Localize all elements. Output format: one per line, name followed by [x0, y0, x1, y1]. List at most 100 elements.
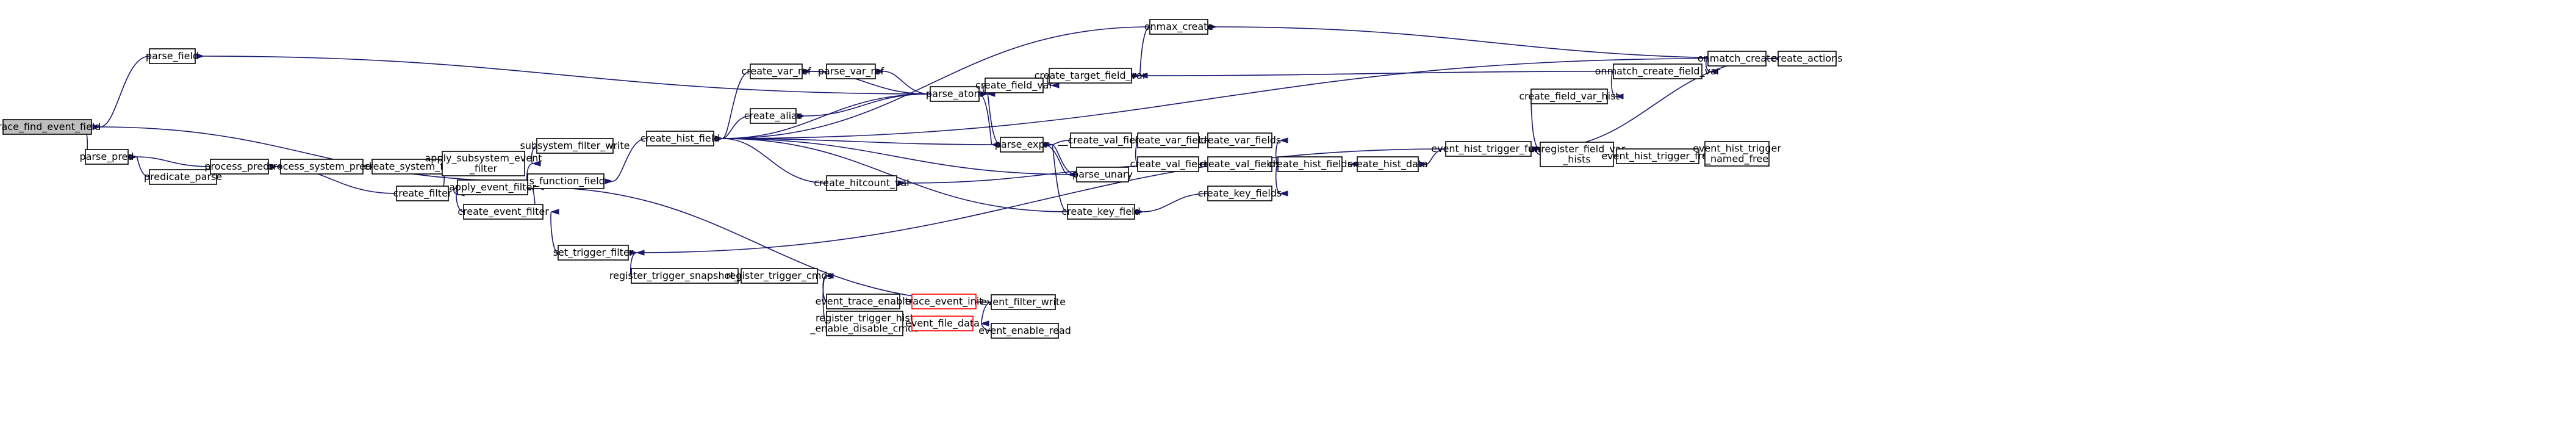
- node-create-target-field-var[interactable]: create_target_field_var: [1035, 68, 1147, 84]
- node-label: event_hist_trigger_func: [1431, 143, 1546, 155]
- node-register-trigger-cmds[interactable]: register_trigger_cmds: [726, 268, 833, 284]
- edge-n21-n23: [981, 323, 992, 331]
- node-box: [991, 323, 1059, 339]
- edge-n12-n14: [456, 193, 464, 212]
- node-trace-find-event-field[interactable]: trace_find_event_field: [0, 119, 101, 135]
- node-apply-subsystem-event-filter[interactable]: apply_subsystem_event_filter: [425, 151, 542, 176]
- node-box: [826, 294, 900, 309]
- edge-n17-n20: [822, 276, 827, 324]
- node-label: create_actions: [1771, 52, 1842, 65]
- node-event-filter-write[interactable]: event_filter_write: [981, 294, 1066, 310]
- node-register-trigger-hist-enable-disable-cmds[interactable]: register_trigger_hist_enable_disable_cmd…: [809, 311, 919, 336]
- node-event-enable-read[interactable]: event_enable_read: [978, 323, 1071, 339]
- edge-n1-n4: [204, 56, 931, 95]
- node-box: [463, 204, 544, 220]
- node-create-alias[interactable]: create_alias: [744, 108, 803, 124]
- node-parse-unary[interactable]: parse_unary: [1072, 167, 1133, 182]
- node-box: [1137, 132, 1199, 148]
- edge-n24-n45: [722, 58, 1709, 139]
- node-process-system-preds[interactable]: process_system_preds: [267, 159, 377, 175]
- node-create-key-field[interactable]: create_key_field: [1061, 204, 1141, 220]
- node-label: event_filter_write: [981, 296, 1066, 308]
- node-parse-field[interactable]: parse_field: [146, 48, 199, 64]
- node-unregister-field-var-hists[interactable]: unregister_field_var_hists: [1529, 142, 1626, 167]
- node-subsystem-filter-write[interactable]: subsystem_filter_write: [520, 138, 630, 154]
- node-apply-event-filter[interactable]: apply_event_filter: [449, 179, 536, 195]
- node-label: create_hitcount_val: [814, 177, 909, 189]
- node-create-field-var-hist[interactable]: create_field_var_hist: [1519, 88, 1620, 104]
- node-box: [1613, 63, 1702, 79]
- node-event-file-data[interactable]: event_file_data: [905, 316, 980, 331]
- node-box: [1357, 156, 1419, 172]
- node-register-trigger-snapshot-cmd[interactable]: register_trigger_snapshot_cmd: [609, 268, 760, 284]
- node-set-trigger-filter[interactable]: set_trigger_filter: [553, 245, 634, 261]
- node-label: create_var_fields: [1199, 134, 1282, 146]
- node-label: event_hist_trigger: [1693, 143, 1781, 155]
- node-create-hitcount-val[interactable]: create_hitcount_val: [814, 175, 909, 191]
- node-is-function-field[interactable]: is_function_field: [526, 173, 605, 189]
- node-box: [1049, 68, 1132, 84]
- node-create-field-var[interactable]: create_field_var: [975, 78, 1053, 93]
- node-box: [1067, 204, 1135, 220]
- node-box: [750, 108, 797, 124]
- node-create-actions[interactable]: create_actions: [1771, 51, 1843, 67]
- node-create-var-ref[interactable]: create_var_ref: [741, 63, 811, 79]
- node-create-key-fields[interactable]: create_key_fields: [1198, 186, 1282, 201]
- node-box: [991, 294, 1056, 310]
- node-parse-atom[interactable]: parse_atom: [926, 86, 983, 102]
- node-create-val-fields[interactable]: create_val_fields: [1199, 156, 1280, 172]
- node-parse-var-ref[interactable]: parse_var_ref: [818, 63, 884, 79]
- node-event-trace-enable[interactable]: event_trace_enable: [815, 294, 911, 309]
- edge-n27-n4: [805, 93, 931, 116]
- edge-n42-n43: [1530, 96, 1540, 149]
- node-onmax-create[interactable]: onmax_create: [1144, 19, 1214, 35]
- node-box: [1207, 186, 1272, 201]
- node-event-hist-trigger-func[interactable]: event_hist_trigger_func: [1431, 141, 1546, 157]
- node-event-hist-trigger-free[interactable]: event_hist_trigger_free: [1601, 148, 1714, 164]
- node-label: create_var_ref: [741, 65, 811, 78]
- edge-n32-n34: [1052, 140, 1071, 145]
- node-create-event-filter[interactable]: create_event_filter: [457, 204, 549, 220]
- node-create-filter[interactable]: create_filter: [393, 186, 452, 201]
- node-create-system-filter[interactable]: create_system_filter: [364, 159, 463, 175]
- node-label: create_event_filter: [457, 206, 549, 218]
- edge-n32-n4: [978, 93, 992, 145]
- node-create-hist-field[interactable]: create_hist_field: [640, 131, 720, 146]
- node-parse-pred[interactable]: parse_pred: [79, 149, 134, 165]
- node-label: set_trigger_filter: [553, 247, 634, 259]
- edge-n24-n5: [722, 26, 1150, 139]
- node-trace-event-init[interactable]: trace_event_init: [905, 294, 983, 309]
- node-event-hist-trigger-named-free[interactable]: event_hist_trigger_named_free: [1693, 141, 1781, 167]
- node-label: _enable_disable_cmds: [809, 323, 919, 335]
- node-onmatch-create-field-var[interactable]: onmatch_create_field_var: [1595, 63, 1721, 79]
- edge-n29-n39: [1143, 193, 1208, 212]
- node-box: [985, 78, 1044, 93]
- node-onmatch-create[interactable]: onmatch_create: [1698, 51, 1776, 67]
- node-box: [930, 86, 980, 102]
- edge-n43-n44: [1610, 71, 1616, 96]
- node-parse-expr[interactable]: parse_expr: [995, 137, 1049, 153]
- node-box: [741, 268, 818, 284]
- node-box: [1149, 19, 1208, 35]
- node-create-hist-data[interactable]: create_hist_data: [1347, 156, 1428, 172]
- node-box: [2, 119, 92, 135]
- edge-n10-n11: [531, 145, 537, 164]
- edge-n31-n5: [1140, 26, 1150, 76]
- node-process-preds[interactable]: process_preds: [204, 159, 274, 175]
- node-label: onmax_create: [1144, 21, 1214, 33]
- node-label: apply_subsystem_event: [425, 153, 542, 165]
- node-create-var-field[interactable]: create_var_field: [1129, 132, 1207, 148]
- edge-n5-n46: [1216, 27, 1779, 59]
- node-create-var-fields[interactable]: create_var_fields: [1199, 132, 1282, 148]
- node-box: [1070, 132, 1132, 148]
- node-create-val-field[interactable]: create_val_field: [1130, 156, 1207, 172]
- node-label: apply_event_filter: [449, 181, 536, 193]
- node-create-hist-fields[interactable]: create_hist_fields: [1268, 156, 1352, 172]
- node-predicate-parse[interactable]: predicate_parse: [144, 169, 222, 185]
- node-label: create_key_field: [1061, 206, 1140, 218]
- node-label: process_preds: [204, 161, 274, 173]
- node-create-val-field[interactable]: __create_val_field: [1057, 132, 1144, 148]
- node-label: register_trigger_hist: [816, 312, 914, 325]
- node-label: parse_atom: [926, 88, 983, 100]
